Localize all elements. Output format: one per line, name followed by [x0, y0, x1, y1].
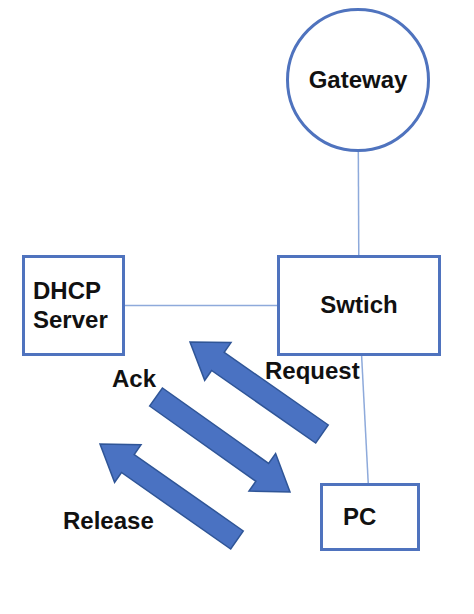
network-link [358, 152, 360, 255]
network-link [125, 305, 277, 307]
message-label: Request [265, 357, 360, 385]
device-box: Swtich [277, 255, 441, 356]
message-label: Ack [112, 365, 156, 393]
message-arrow [150, 388, 290, 492]
node-text-group: PC [343, 503, 376, 532]
node-text-group: DHCP Server [33, 277, 122, 335]
node-text-group: Gateway [309, 66, 408, 95]
node-label: Swtich [320, 291, 397, 320]
node-label: Gateway [309, 66, 408, 95]
node-label: DHCP Server [33, 277, 122, 335]
circle-shape [288, 10, 429, 151]
network-link [362, 356, 369, 483]
message-label: Release [63, 507, 154, 535]
gateway-circle: Gateway [286, 8, 430, 152]
node-text-group: Swtich [320, 291, 397, 320]
device-box: DHCP Server [22, 255, 125, 356]
node-label: PC [343, 503, 376, 532]
device-box: PC [320, 483, 420, 551]
